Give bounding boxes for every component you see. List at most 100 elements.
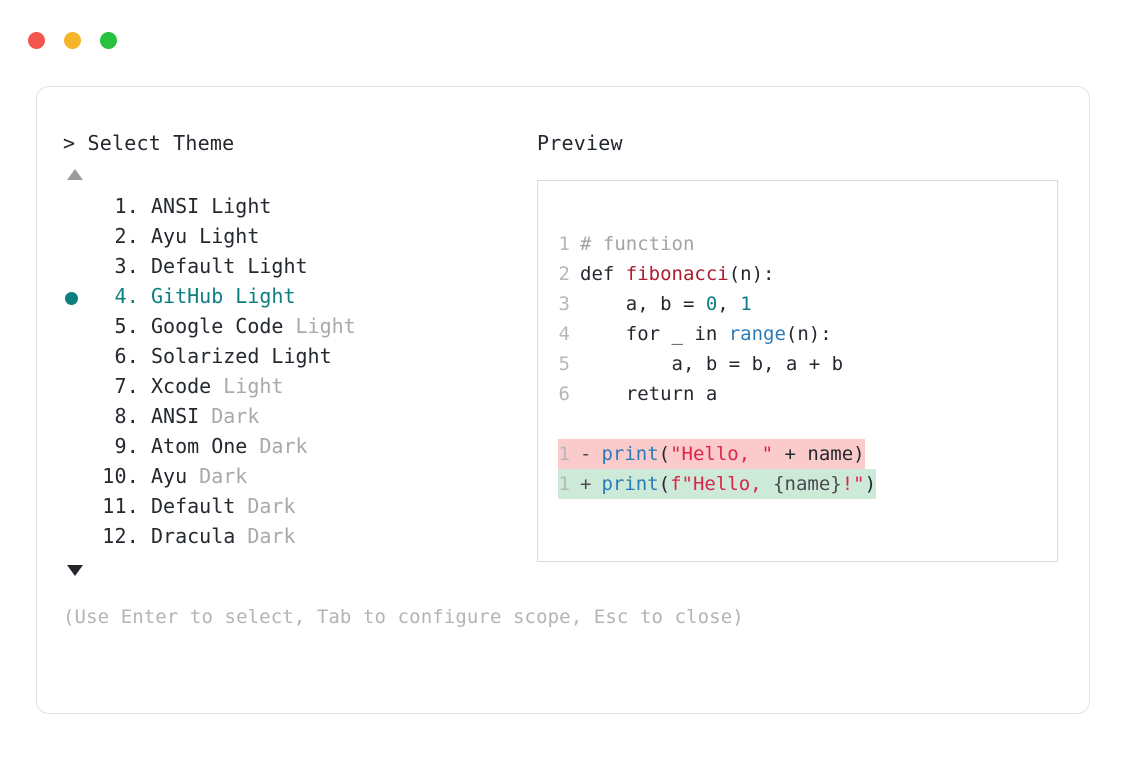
code-line: 6 return a (558, 379, 876, 409)
diff-line-removed: 1-print("Hello, " + name) (558, 439, 865, 469)
close-window-dot[interactable] (28, 32, 45, 49)
code-token: ( (658, 473, 671, 495)
theme-list-item[interactable]: 3. Default Light (63, 254, 533, 284)
code-token: print (601, 473, 659, 495)
theme-item-name: Ayu (151, 224, 188, 248)
theme-item-name: Google Code (151, 314, 284, 338)
theme-item-index: 2. (114, 224, 139, 248)
theme-item-variant: Dark (199, 404, 260, 428)
scroll-up-arrow-icon[interactable] (67, 169, 83, 180)
code-token: # function (580, 233, 695, 255)
code-token: "Hello, " (670, 443, 774, 465)
code-line: 2 def fibonacci(n): (558, 259, 876, 289)
selected-bullet-icon (65, 292, 78, 305)
diff-sign: + (580, 473, 592, 495)
theme-item-variant: Light (283, 314, 356, 338)
theme-item-index: 7. (114, 374, 139, 398)
code-token: 0 (705, 293, 718, 315)
theme-list-item[interactable]: 1. ANSI Light (63, 194, 533, 224)
code-token: a, b = (580, 293, 706, 315)
theme-item-name: Atom One (151, 434, 248, 458)
theme-item-index: 5. (114, 314, 139, 338)
code-token: f"Hello, (670, 473, 774, 495)
maximize-window-dot[interactable] (100, 32, 117, 49)
theme-item-name: Default (151, 494, 236, 518)
theme-item-name: Default (151, 254, 236, 278)
preview-column: Preview 1 # function 2 def fibonacci(n): 3 a… (537, 133, 1067, 562)
diff-line-number: 1 (558, 443, 570, 465)
code-line-number: 1 (558, 233, 570, 255)
theme-item-variant: Light (235, 254, 308, 278)
theme-item-name: Ayu (151, 464, 188, 488)
theme-item-variant: Light (187, 224, 260, 248)
code-line-number: 5 (558, 353, 570, 375)
theme-list-item[interactable]: 12. Dracula Dark (63, 524, 533, 554)
theme-item-index: 3. (114, 254, 139, 278)
theme-item-name: Xcode (151, 374, 212, 398)
code-line: 5 a, b = b, a + b (558, 349, 876, 379)
code-token: (n): (728, 263, 775, 285)
code-token: + name) (773, 443, 865, 465)
code-line-number: 3 (558, 293, 570, 315)
preview-title: Preview (537, 131, 623, 155)
theme-item-index: 9. (114, 434, 139, 458)
code-token: print (601, 443, 659, 465)
code-line-number: 4 (558, 323, 570, 345)
code-line-number: 2 (558, 263, 570, 285)
theme-list-item[interactable]: 10. Ayu Dark (63, 464, 533, 494)
theme-list-item[interactable]: 11. Default Dark (63, 494, 533, 524)
theme-item-variant: Dark (235, 494, 296, 518)
theme-item-index: 6. (114, 344, 139, 368)
theme-item-index: 10. (102, 464, 139, 488)
diff-sign: - (580, 443, 592, 465)
theme-list-item[interactable]: 4.GitHub Light (63, 284, 533, 314)
window-traffic-lights (28, 32, 117, 49)
code-token: ( (658, 443, 671, 465)
code-token: for _ in (580, 323, 729, 345)
code-token: return a (580, 383, 718, 405)
theme-list-item[interactable]: 9. Atom One Dark (63, 434, 533, 464)
theme-item-index: 4. (114, 284, 139, 308)
theme-item-index: 12. (102, 524, 139, 548)
code-line: 3 a, b = 0, 1 (558, 289, 876, 319)
theme-list-item[interactable]: 5. Google Code Light (63, 314, 533, 344)
diff-line-number: 1 (558, 473, 570, 495)
theme-item-name: ANSI (151, 194, 200, 218)
code-token: ) (864, 473, 877, 495)
theme-item-variant: Light (259, 344, 332, 368)
theme-item-index: 8. (114, 404, 139, 428)
theme-item-name: Dracula (151, 524, 236, 548)
theme-item-variant: Light (199, 194, 272, 218)
theme-item-variant: Dark (235, 524, 296, 548)
code-token: , (717, 293, 741, 315)
theme-item-variant: Dark (247, 434, 308, 458)
code-token: a, b = b, a + b (580, 353, 844, 375)
code-token: {name} (773, 473, 842, 495)
theme-item-variant: Dark (187, 464, 248, 488)
minimize-window-dot[interactable] (64, 32, 81, 49)
theme-item-name: ANSI (151, 404, 200, 428)
theme-item-index: 1. (114, 194, 139, 218)
theme-item-variant: Light (211, 374, 284, 398)
prompt-marker: > (63, 131, 76, 155)
theme-list-item[interactable]: 8. ANSI Dark (63, 404, 533, 434)
code-line: 1 # function (558, 229, 876, 259)
theme-list-item[interactable]: 6.Solarized Light (63, 344, 533, 374)
code-token: 1 (740, 293, 752, 315)
code-line-number: 6 (558, 383, 570, 405)
code-token: fibonacci (625, 263, 729, 285)
preview-panel: 1 # function 2 def fibonacci(n): 3 a, b = 0,… (537, 180, 1058, 562)
code-token: def (580, 263, 626, 285)
diff-block: 1-print("Hello, " + name)1+print(f"Hello… (558, 439, 877, 499)
code-preview: 1 # function 2 def fibonacci(n): 3 a, b = 0,… (558, 229, 877, 499)
theme-item-index: 11. (102, 494, 139, 518)
scroll-down-arrow-icon[interactable] (67, 565, 83, 576)
theme-list-item[interactable]: 7. Xcode Light (63, 374, 533, 404)
page-title: > Select Theme (63, 133, 533, 153)
code-line: 4 for _ in range(n): (558, 319, 876, 349)
theme-item-variant: Light (223, 284, 296, 308)
theme-list-item[interactable]: 2. Ayu Light (63, 224, 533, 254)
